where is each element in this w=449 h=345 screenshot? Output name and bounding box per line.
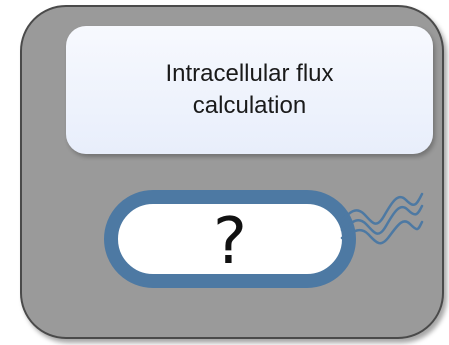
flagellum-line — [340, 204, 424, 235]
question-mark-icon: ? — [213, 205, 247, 279]
flagellum-line — [338, 192, 424, 225]
flagella-icon — [338, 192, 424, 245]
bacterium-icon: ? — [104, 190, 356, 288]
label-box: Intracellular flux calculation — [66, 26, 433, 154]
diagram-label: Intracellular flux calculation — [165, 60, 334, 119]
flagellum-line — [340, 220, 424, 245]
